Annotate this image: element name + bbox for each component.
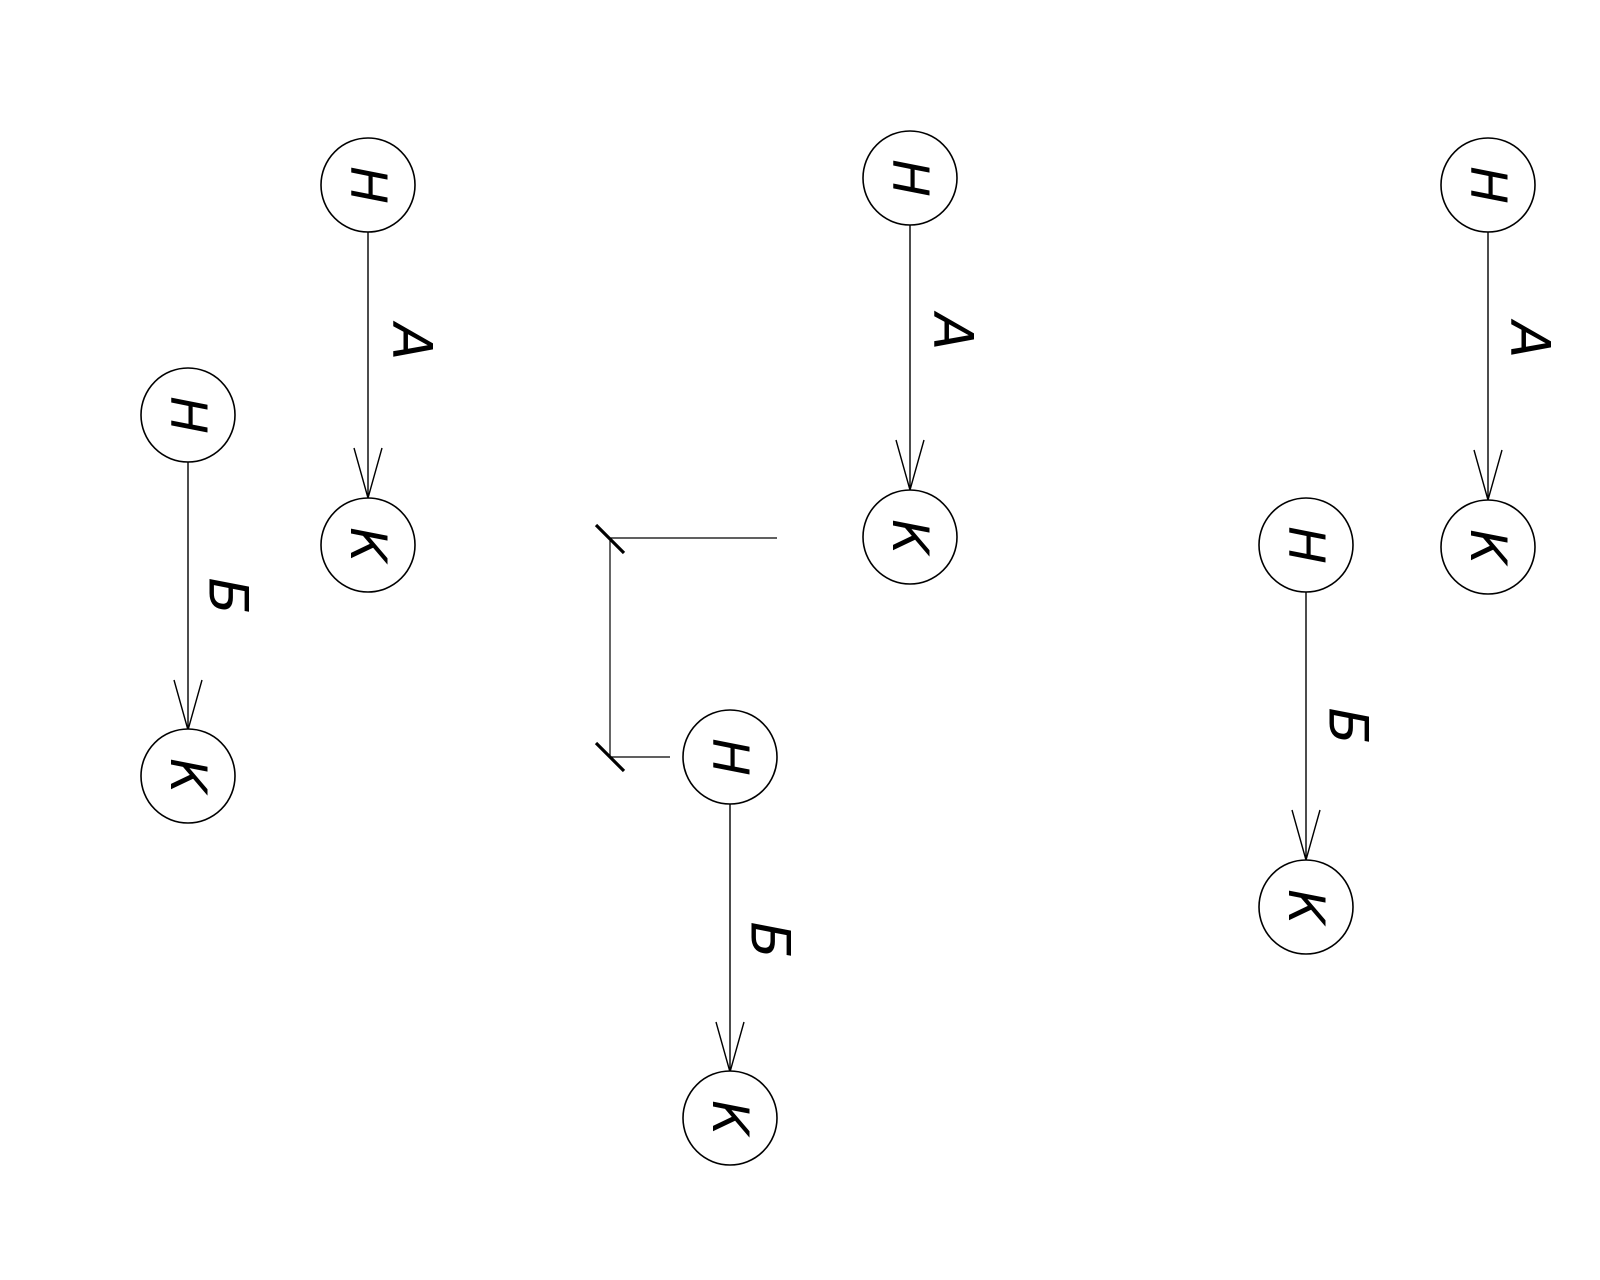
end-node-label: К	[881, 519, 939, 557]
tick-mark-bottom	[594, 741, 626, 773]
group-right: Н К А Н К Б	[1258, 137, 1562, 955]
edge-left-b: Н К Б	[140, 367, 260, 824]
end-node: К	[1440, 499, 1536, 595]
start-node-label: Н	[881, 159, 939, 197]
edge-middle-b: Н К Б	[682, 709, 802, 1166]
tick-mark-top	[594, 523, 626, 555]
edge-left-a: Н К А	[320, 137, 444, 593]
end-node: К	[682, 1070, 778, 1166]
end-node: К	[140, 728, 236, 824]
start-node-label: Н	[701, 738, 759, 776]
edge-label: Б	[1317, 707, 1380, 744]
edge-right-a: Н К А	[1440, 137, 1562, 595]
start-node: Н	[320, 137, 416, 233]
end-node-label: К	[701, 1100, 759, 1138]
group-left: Н К А Н К Б	[140, 137, 444, 824]
start-node: Н	[682, 709, 778, 805]
edge-label: А	[381, 321, 444, 361]
edge-label: А	[1499, 319, 1562, 359]
end-node: К	[1258, 859, 1354, 955]
group-middle: Н К А Н К Б	[594, 130, 985, 1166]
start-node: Н	[1440, 137, 1536, 233]
end-node-label: К	[339, 527, 397, 565]
start-node-label: Н	[1459, 166, 1517, 204]
end-node-label: К	[1277, 889, 1335, 927]
end-node: К	[320, 497, 416, 593]
start-node-label: Н	[1277, 526, 1335, 564]
start-node: Н	[140, 367, 236, 463]
start-node-label: Н	[159, 396, 217, 434]
edge-right-b: Н К Б	[1258, 497, 1380, 955]
end-node: К	[862, 489, 958, 585]
edge-label: Б	[739, 921, 802, 958]
start-node: Н	[1258, 497, 1354, 593]
end-node-label: К	[1459, 529, 1517, 567]
dependency-link	[594, 523, 777, 773]
start-node: Н	[862, 130, 958, 226]
edge-label: Б	[197, 577, 260, 614]
edge-middle-a: Н К А	[862, 130, 985, 585]
start-node-label: Н	[339, 166, 397, 204]
edge-label: А	[922, 311, 985, 351]
end-node-label: К	[159, 758, 217, 796]
